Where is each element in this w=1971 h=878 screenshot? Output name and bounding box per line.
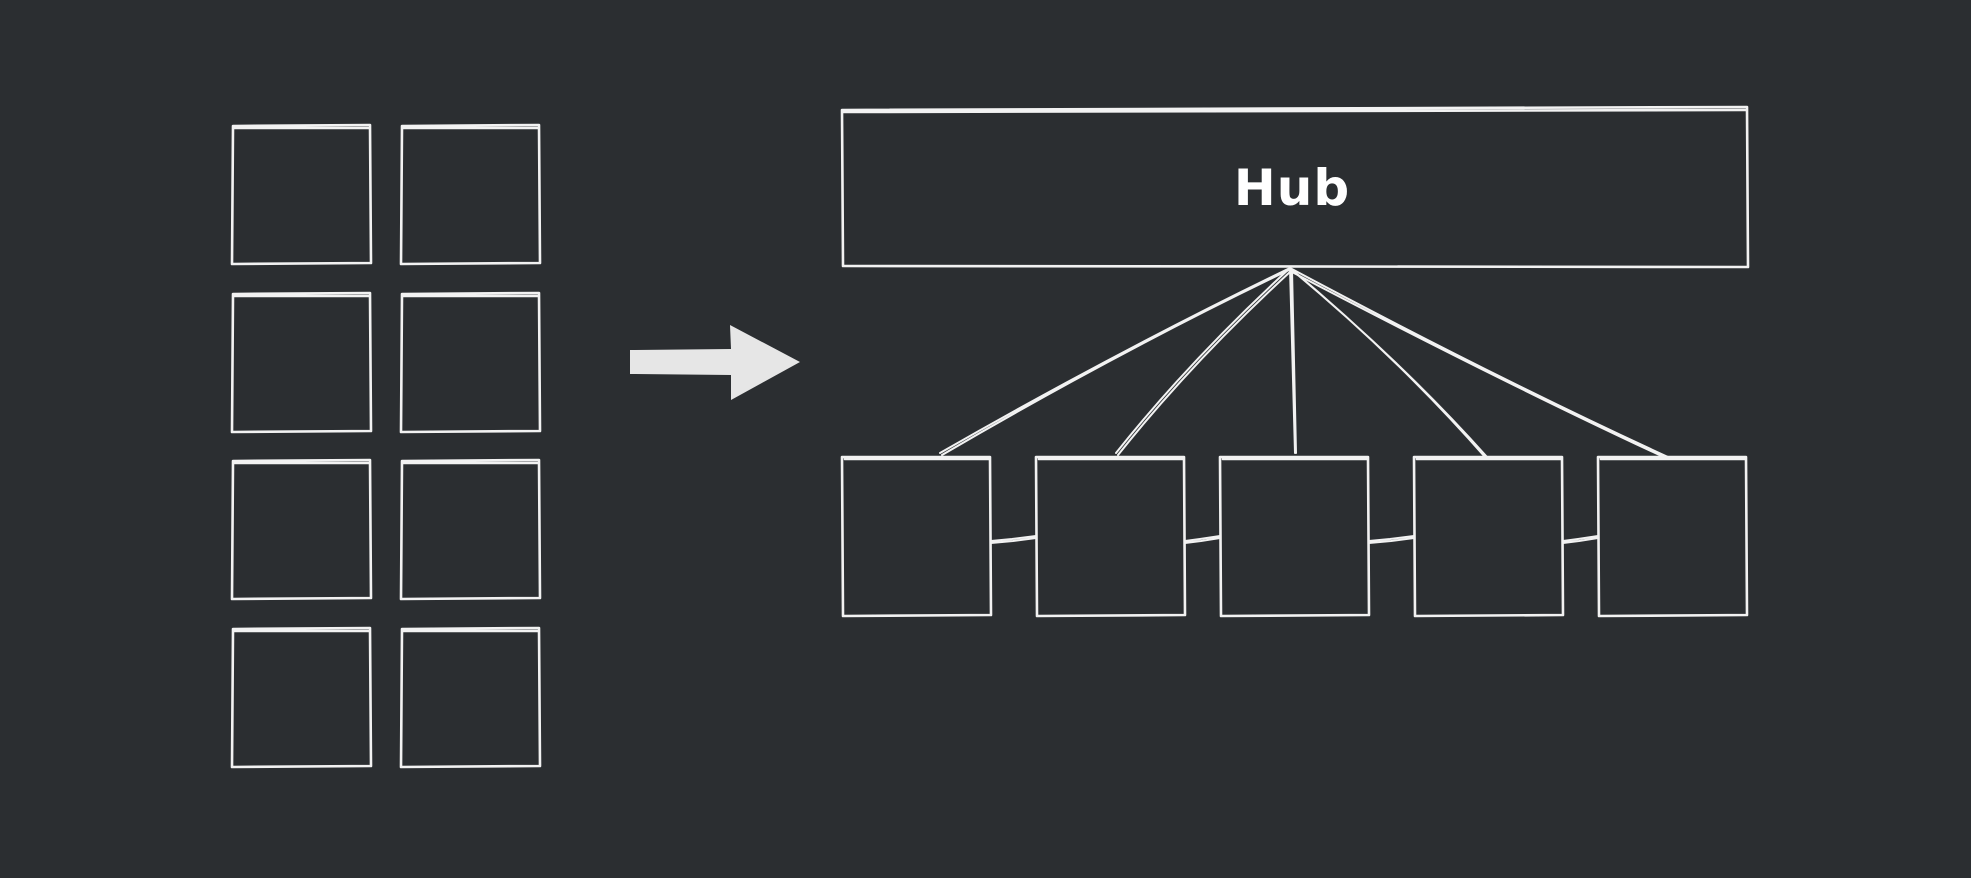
- spoke-node-box: [1218, 455, 1371, 618]
- node-connector: [1368, 535, 1415, 544]
- grid-box: [230, 291, 373, 434]
- spoke-nodes: [840, 455, 1749, 618]
- node-connector: [990, 535, 1037, 544]
- transform-arrow: [630, 325, 800, 400]
- spoke-line: [1289, 267, 1488, 458]
- grid-box: [399, 123, 542, 266]
- spoke-line: [1115, 267, 1292, 456]
- grid-box: [230, 123, 373, 266]
- grid-box: [399, 291, 542, 434]
- node-connector: [1562, 535, 1599, 544]
- spoke-line: [939, 267, 1291, 456]
- hub-box: [840, 105, 1750, 269]
- spoke-node-box: [840, 455, 993, 618]
- node-connector: [1184, 535, 1221, 544]
- spoke-line: [1289, 267, 1669, 460]
- grid-box: [230, 458, 373, 601]
- hub: Hub: [840, 105, 1750, 269]
- arrow-icon: [630, 325, 800, 400]
- grid-box: [399, 458, 542, 601]
- spoke-node-box: [1412, 455, 1565, 618]
- grid-box: [399, 626, 542, 769]
- grid-box: [230, 626, 373, 769]
- spoke-line: [1289, 267, 1297, 454]
- hub-label: Hub: [1234, 159, 1350, 217]
- left-grid: [230, 123, 542, 769]
- node-connectors: [990, 535, 1599, 544]
- hub-spokes: [939, 267, 1669, 460]
- spoke-node-box: [1596, 455, 1749, 618]
- spoke-node-box: [1034, 455, 1187, 618]
